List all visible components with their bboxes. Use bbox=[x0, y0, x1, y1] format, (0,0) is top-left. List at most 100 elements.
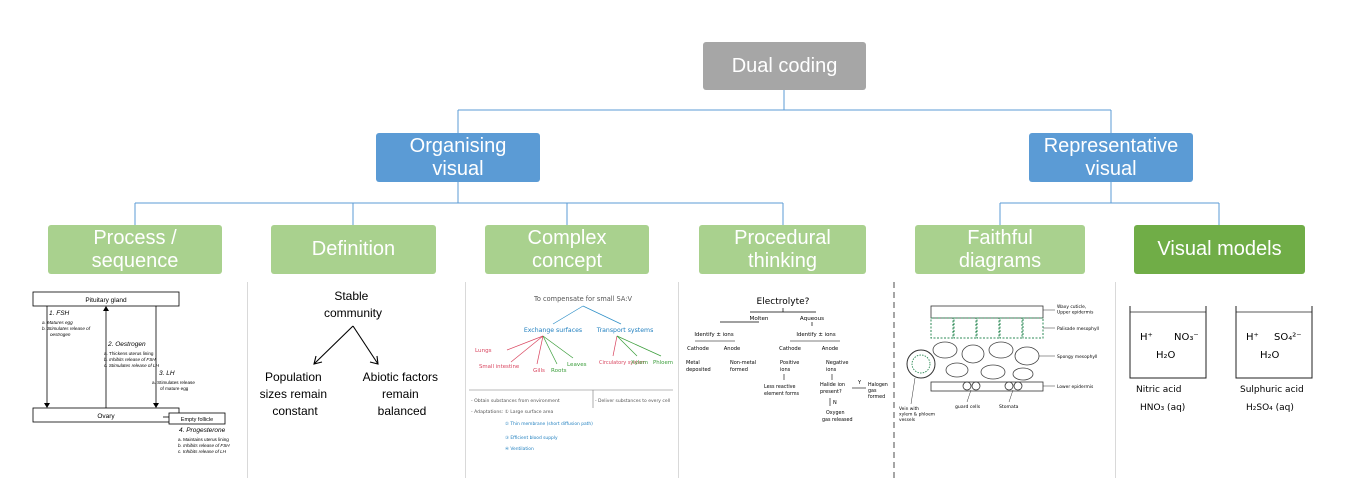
spongy-cell bbox=[1012, 367, 1034, 381]
fsh-heading: 1. FSH bbox=[49, 310, 70, 317]
palisade-cell bbox=[999, 317, 1023, 339]
left-beaker-outline bbox=[1129, 306, 1207, 379]
metal-line-2: deposited bbox=[686, 367, 711, 373]
spongy-cell bbox=[980, 364, 1006, 380]
definition-diagram: Stable community Population sizes remain… bbox=[260, 289, 442, 418]
guard-cells-label: guard cells bbox=[955, 404, 981, 410]
fsh-point-a: a. Matures egg bbox=[42, 320, 73, 325]
palisade-cell bbox=[930, 317, 954, 339]
stable-community-line-1: Stable bbox=[334, 289, 368, 303]
xylem-label: Xylem bbox=[631, 360, 648, 366]
lh-point-a: a. Stimulates release bbox=[152, 380, 195, 385]
exchange-to-gills bbox=[536, 335, 544, 365]
faithful-diagram-example-panel: Waxy cuticle, Upper epidermis Palisade m… bbox=[897, 290, 1113, 478]
right-hydrogen-ion: H⁺ bbox=[1246, 332, 1259, 343]
guard-pointer bbox=[966, 389, 972, 403]
nitric-acid-label: Nitric acid bbox=[1136, 385, 1181, 395]
ventilation-note: ④ Ventilation bbox=[505, 446, 534, 452]
palisade-cell bbox=[1022, 317, 1044, 339]
hormone-cycle-diagram: Pituitary gland Ovary Empty follicle 1. … bbox=[32, 291, 230, 454]
separator-line bbox=[1115, 282, 1116, 478]
population-sizes-line-2: sizes remain bbox=[260, 387, 327, 401]
transport-systems-label: Transport systems bbox=[596, 327, 654, 334]
palisade-cells bbox=[930, 317, 1044, 339]
empty-follicle-box bbox=[168, 412, 226, 425]
guard-cell bbox=[962, 381, 972, 391]
positive-line-1: Positive bbox=[780, 360, 799, 366]
transport-to-xylem bbox=[616, 335, 638, 357]
electrolysis-flowchart: Electrolyte? Molten Aqueous Identify ± i… bbox=[686, 297, 888, 423]
abiotic-factors-label: Abiotic factors remain balanced bbox=[363, 370, 442, 418]
guard-cell bbox=[1013, 381, 1023, 391]
halogen-line-3: formed bbox=[868, 394, 885, 400]
adaptations-note: - Adaptations: ① Large surface area bbox=[471, 409, 553, 415]
identify-ions-molten: Identify ± ions bbox=[694, 332, 734, 338]
circulatory-system-label: Circulatory system bbox=[599, 360, 646, 366]
halide-line-1: Halide ion bbox=[820, 382, 845, 388]
anode-molten: Anode bbox=[724, 346, 741, 352]
exchange-to-leaves bbox=[542, 335, 574, 359]
dashed-separator-line bbox=[893, 282, 895, 478]
oestrogen-point-b: b. Inhibits release of FSH bbox=[104, 357, 156, 362]
lh-heading: 3. LH bbox=[159, 370, 175, 377]
separator-line bbox=[678, 282, 679, 478]
positive-ions-label: Positive ions bbox=[780, 360, 801, 373]
oestrogen-point-c: c. Stimulates release of LH bbox=[104, 363, 160, 368]
lh-point-a-cont: of mature egg bbox=[160, 386, 189, 391]
cathode-aqueous: Cathode bbox=[779, 346, 801, 352]
blood-supply-note: ③ Efficient blood supply bbox=[505, 435, 558, 441]
fsh-point-b-cont: oestrogen bbox=[50, 332, 71, 337]
right-beaker-outline bbox=[1235, 306, 1313, 379]
nonmetal-line-2: formed bbox=[730, 367, 748, 373]
metal-line-1: Metal bbox=[686, 360, 700, 366]
fsh-arrowhead bbox=[44, 403, 50, 408]
definition-node: Definition bbox=[271, 225, 436, 274]
process-example-panel: Pituitary gland Ovary Empty follicle 1. … bbox=[28, 286, 246, 478]
phloem-label: Phloem bbox=[653, 360, 673, 366]
negative-ions-label: Negative ions bbox=[826, 360, 850, 373]
oestrogen-point-a: a. Thickens uterus lining bbox=[104, 351, 154, 356]
vein-vessels-label: Vein with xylem & phloem vessels bbox=[899, 406, 936, 423]
oestrogen-heading: 2. Oestrogen bbox=[107, 341, 146, 348]
lh-arrowhead bbox=[153, 403, 159, 408]
representative-visual-node: Representative visual bbox=[1029, 133, 1193, 182]
root-node: Dual coding bbox=[703, 42, 866, 90]
leaf-cross-section-diagram: Waxy cuticle, Upper epidermis Palisade m… bbox=[899, 304, 1099, 423]
spongy-cell bbox=[961, 344, 985, 364]
less-reactive-label: Less reactive element forms bbox=[764, 384, 799, 397]
guard-cell bbox=[1004, 381, 1014, 391]
population-sizes-label: Population sizes remain constant bbox=[260, 370, 331, 418]
vein-line-3: vessels bbox=[899, 417, 916, 423]
anode-aqueous: Anode bbox=[822, 346, 839, 352]
progesterone-point-a: a. Maintains uterus lining bbox=[178, 437, 229, 442]
progesterone-heading: 4. Progesterone bbox=[179, 427, 226, 434]
spongy-cell bbox=[988, 341, 1014, 359]
negative-line-2: ions bbox=[826, 367, 837, 373]
halide-present-label: Halide ion present? bbox=[820, 382, 847, 395]
yes-label: Y bbox=[857, 380, 862, 386]
molten-label: Molten bbox=[750, 316, 769, 322]
halogen-line-1: Halogen bbox=[868, 382, 888, 388]
spongy-cell bbox=[945, 362, 969, 378]
exchange-to-intestine bbox=[510, 335, 544, 363]
vein-line-1: Vein with bbox=[899, 406, 919, 412]
small-intestine-label: Small intestine bbox=[479, 364, 520, 370]
oxygen-line-1: Oxygen bbox=[826, 410, 845, 416]
halide-line-2: present? bbox=[820, 389, 842, 395]
definition-arrow-right bbox=[352, 325, 379, 365]
gills-label: Gills bbox=[533, 368, 545, 374]
stable-community-line-2: community bbox=[324, 306, 382, 320]
complex-concept-node: Complex concept bbox=[485, 225, 649, 274]
identify-ions-aqueous: Identify ± ions bbox=[796, 332, 836, 338]
definition-example-panel: Stable community Population sizes remain… bbox=[249, 284, 463, 478]
empty-follicle-label: Empty follicle bbox=[181, 417, 213, 423]
aqueous-label: Aqueous bbox=[800, 316, 824, 322]
visual-models-node: Visual models bbox=[1134, 225, 1305, 274]
separator-line bbox=[247, 282, 248, 478]
electrolyte-title: Electrolyte? bbox=[757, 297, 810, 307]
pituitary-gland-label: Pituitary gland bbox=[85, 297, 127, 304]
population-sizes-line-1: Population bbox=[265, 370, 322, 384]
transport-to-circulatory bbox=[612, 335, 618, 357]
oxygen-gas-label: Oxygen gas released bbox=[822, 410, 853, 423]
